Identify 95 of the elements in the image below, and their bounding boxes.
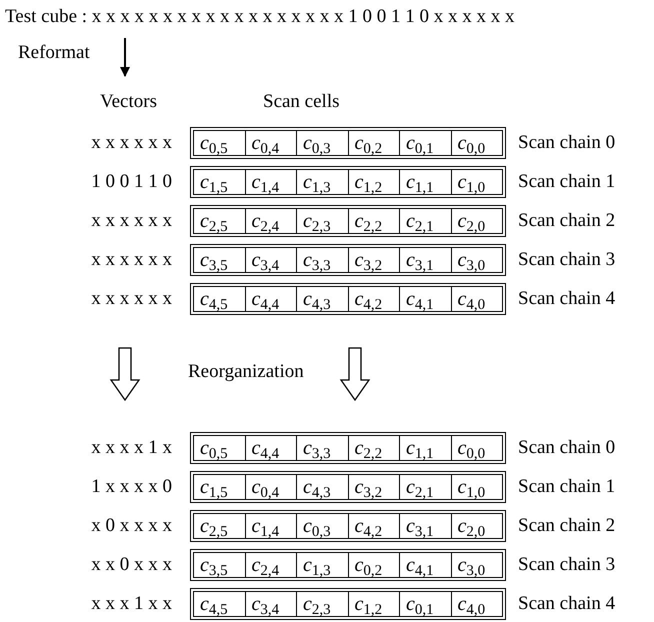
label-text: Scan chain 0 (518, 436, 616, 460)
scan-cell: c$_{3,3}$ (296, 247, 348, 273)
scan-cell: c$_{1,4}$ (244, 169, 297, 195)
scan-cell: c$_{1,5}$ (193, 474, 246, 500)
scan-cell: c$_{3,3}$ (296, 435, 348, 461)
scan-cell: c$_{1,2}$ (348, 591, 400, 617)
scan-cell: c$_{3,5}$ (193, 552, 246, 578)
scan-cell: c$_{4,0}$ (450, 286, 503, 312)
scan-cell: c$_{1,3}$ (296, 169, 348, 195)
scan-cell: c$_{3,0}$ (450, 247, 503, 273)
scan-cell: c$_{2,2}$ (348, 435, 400, 461)
label-text: Scan chain 1 (518, 170, 616, 194)
scan-cell: c$_{4,3}$ (296, 286, 348, 312)
scan-cell: c$_{0,0}$ (450, 130, 503, 156)
scan-cell: c$_{4,5}$ (193, 591, 246, 617)
label-text: Scan chain 3 (518, 553, 616, 577)
scan-cell: c$_{4,0}$ (450, 591, 503, 617)
scan-cell: c$_{4,1}$ (399, 286, 452, 312)
scan-cell: c$_{0,3}$ (296, 130, 348, 156)
label-text: Scan cells (263, 90, 340, 114)
scan-cell: c$_{0,0}$ (450, 435, 503, 461)
scan-cell: c$_{2,5}$ (193, 513, 246, 539)
scan-cell: c$_{2,3}$ (296, 208, 348, 234)
label-text: x x 0 x x x (91, 553, 172, 577)
label-text: Scan chain 0 (518, 131, 616, 155)
scan-chain-box (190, 432, 506, 464)
scan-cell: c$_{4,1}$ (399, 552, 452, 578)
label-text: 1 0 0 1 1 0 (91, 170, 172, 194)
label-text: Scan chain 3 (518, 248, 616, 272)
label-text: Reformat (18, 41, 90, 65)
label-text: x 0 x x x x (91, 514, 172, 538)
scan-cell: c$_{1,3}$ (296, 552, 348, 578)
scan-cell: c$_{2,2}$ (348, 208, 400, 234)
label-text: 1 x x x x 0 (91, 475, 172, 499)
scan-cell: c$_{1,1}$ (399, 435, 452, 461)
scan-cell: c$_{1,4}$ (244, 513, 297, 539)
scan-cell: c$_{4,2}$ (348, 513, 400, 539)
scan-cell: c$_{3,2}$ (348, 247, 400, 273)
label-text: x x x x x x (91, 209, 172, 233)
scan-cell: c$_{1,0}$ (450, 169, 503, 195)
scan-cell: c$_{0,4}$ (244, 130, 297, 156)
scan-cell: c$_{3,1}$ (399, 513, 452, 539)
scan-cell: c$_{1,1}$ (399, 169, 452, 195)
scan-cell: c$_{0,2}$ (348, 552, 400, 578)
test-cube-text: Test cube : x x x x x x x x x x x x x x x x x x 1 0 0 1 1 0 x x x x x x (5, 5, 515, 29)
label-text: x x x 1 x x (91, 592, 172, 616)
scan-chain-box (190, 205, 506, 237)
scan-cell: c$_{2,0}$ (450, 208, 503, 234)
scan-cell: c$_{3,0}$ (450, 552, 503, 578)
label-text: Vectors (100, 90, 157, 114)
label-text: Reorganization (188, 360, 304, 384)
scan-chain-box (190, 127, 506, 159)
scan-cell: c$_{2,5}$ (193, 208, 246, 234)
scan-cell: c$_{0,2}$ (348, 130, 400, 156)
scan-cell: c$_{2,4}$ (244, 552, 297, 578)
scan-cell: c$_{4,2}$ (348, 286, 400, 312)
scan-cell: c$_{0,1}$ (399, 591, 452, 617)
scan-cell: c$_{3,2}$ (348, 474, 400, 500)
label-text: Scan chain 4 (518, 592, 616, 616)
scan-chain-box (190, 549, 506, 581)
scan-cell: c$_{4,3}$ (296, 474, 348, 500)
scan-chain-box (190, 510, 506, 542)
scan-cell: c$_{4,4}$ (244, 435, 297, 461)
scan-cell: c$_{3,4}$ (244, 247, 297, 273)
scan-cell: c$_{4,4}$ (244, 286, 297, 312)
scan-cell: c$_{4,5}$ (193, 286, 246, 312)
scan-chain-box (190, 166, 506, 198)
label-text: Scan chain 4 (518, 287, 616, 311)
label-text: Scan chain 2 (518, 209, 616, 233)
scan-chain-box (190, 283, 506, 315)
scan-cell: c$_{0,4}$ (244, 474, 297, 500)
scan-cell: c$_{2,4}$ (244, 208, 297, 234)
label-text: Scan chain 1 (518, 475, 616, 499)
label-text: x x x x x x (91, 248, 172, 272)
scan-cell: c$_{2,1}$ (399, 208, 452, 234)
scan-cell: c$_{3,5}$ (193, 247, 246, 273)
label-text: x x x x x x (91, 131, 172, 155)
scan-cell: c$_{2,1}$ (399, 474, 452, 500)
scan-cell: c$_{0,3}$ (296, 513, 348, 539)
label-text: x x x x x x (91, 287, 172, 311)
scan-cell: c$_{2,3}$ (296, 591, 348, 617)
scan-cell: c$_{3,1}$ (399, 247, 452, 273)
scan-cell: c$_{1,2}$ (348, 169, 400, 195)
scan-cell: c$_{1,0}$ (450, 474, 503, 500)
scan-cell: c$_{0,5}$ (193, 435, 246, 461)
scan-cell: c$_{3,4}$ (244, 591, 297, 617)
scan-cell: c$_{0,1}$ (399, 130, 452, 156)
scan-chain-box (190, 244, 506, 276)
scan-chain-box (190, 588, 506, 620)
scan-chain-box (190, 471, 506, 503)
scan-cell: c$_{1,5}$ (193, 169, 246, 195)
label-text: x x x x 1 x (91, 436, 172, 460)
scan-cell: c$_{2,0}$ (450, 513, 503, 539)
scan-cell: c$_{0,5}$ (193, 130, 246, 156)
label-text: Scan chain 2 (518, 514, 616, 538)
